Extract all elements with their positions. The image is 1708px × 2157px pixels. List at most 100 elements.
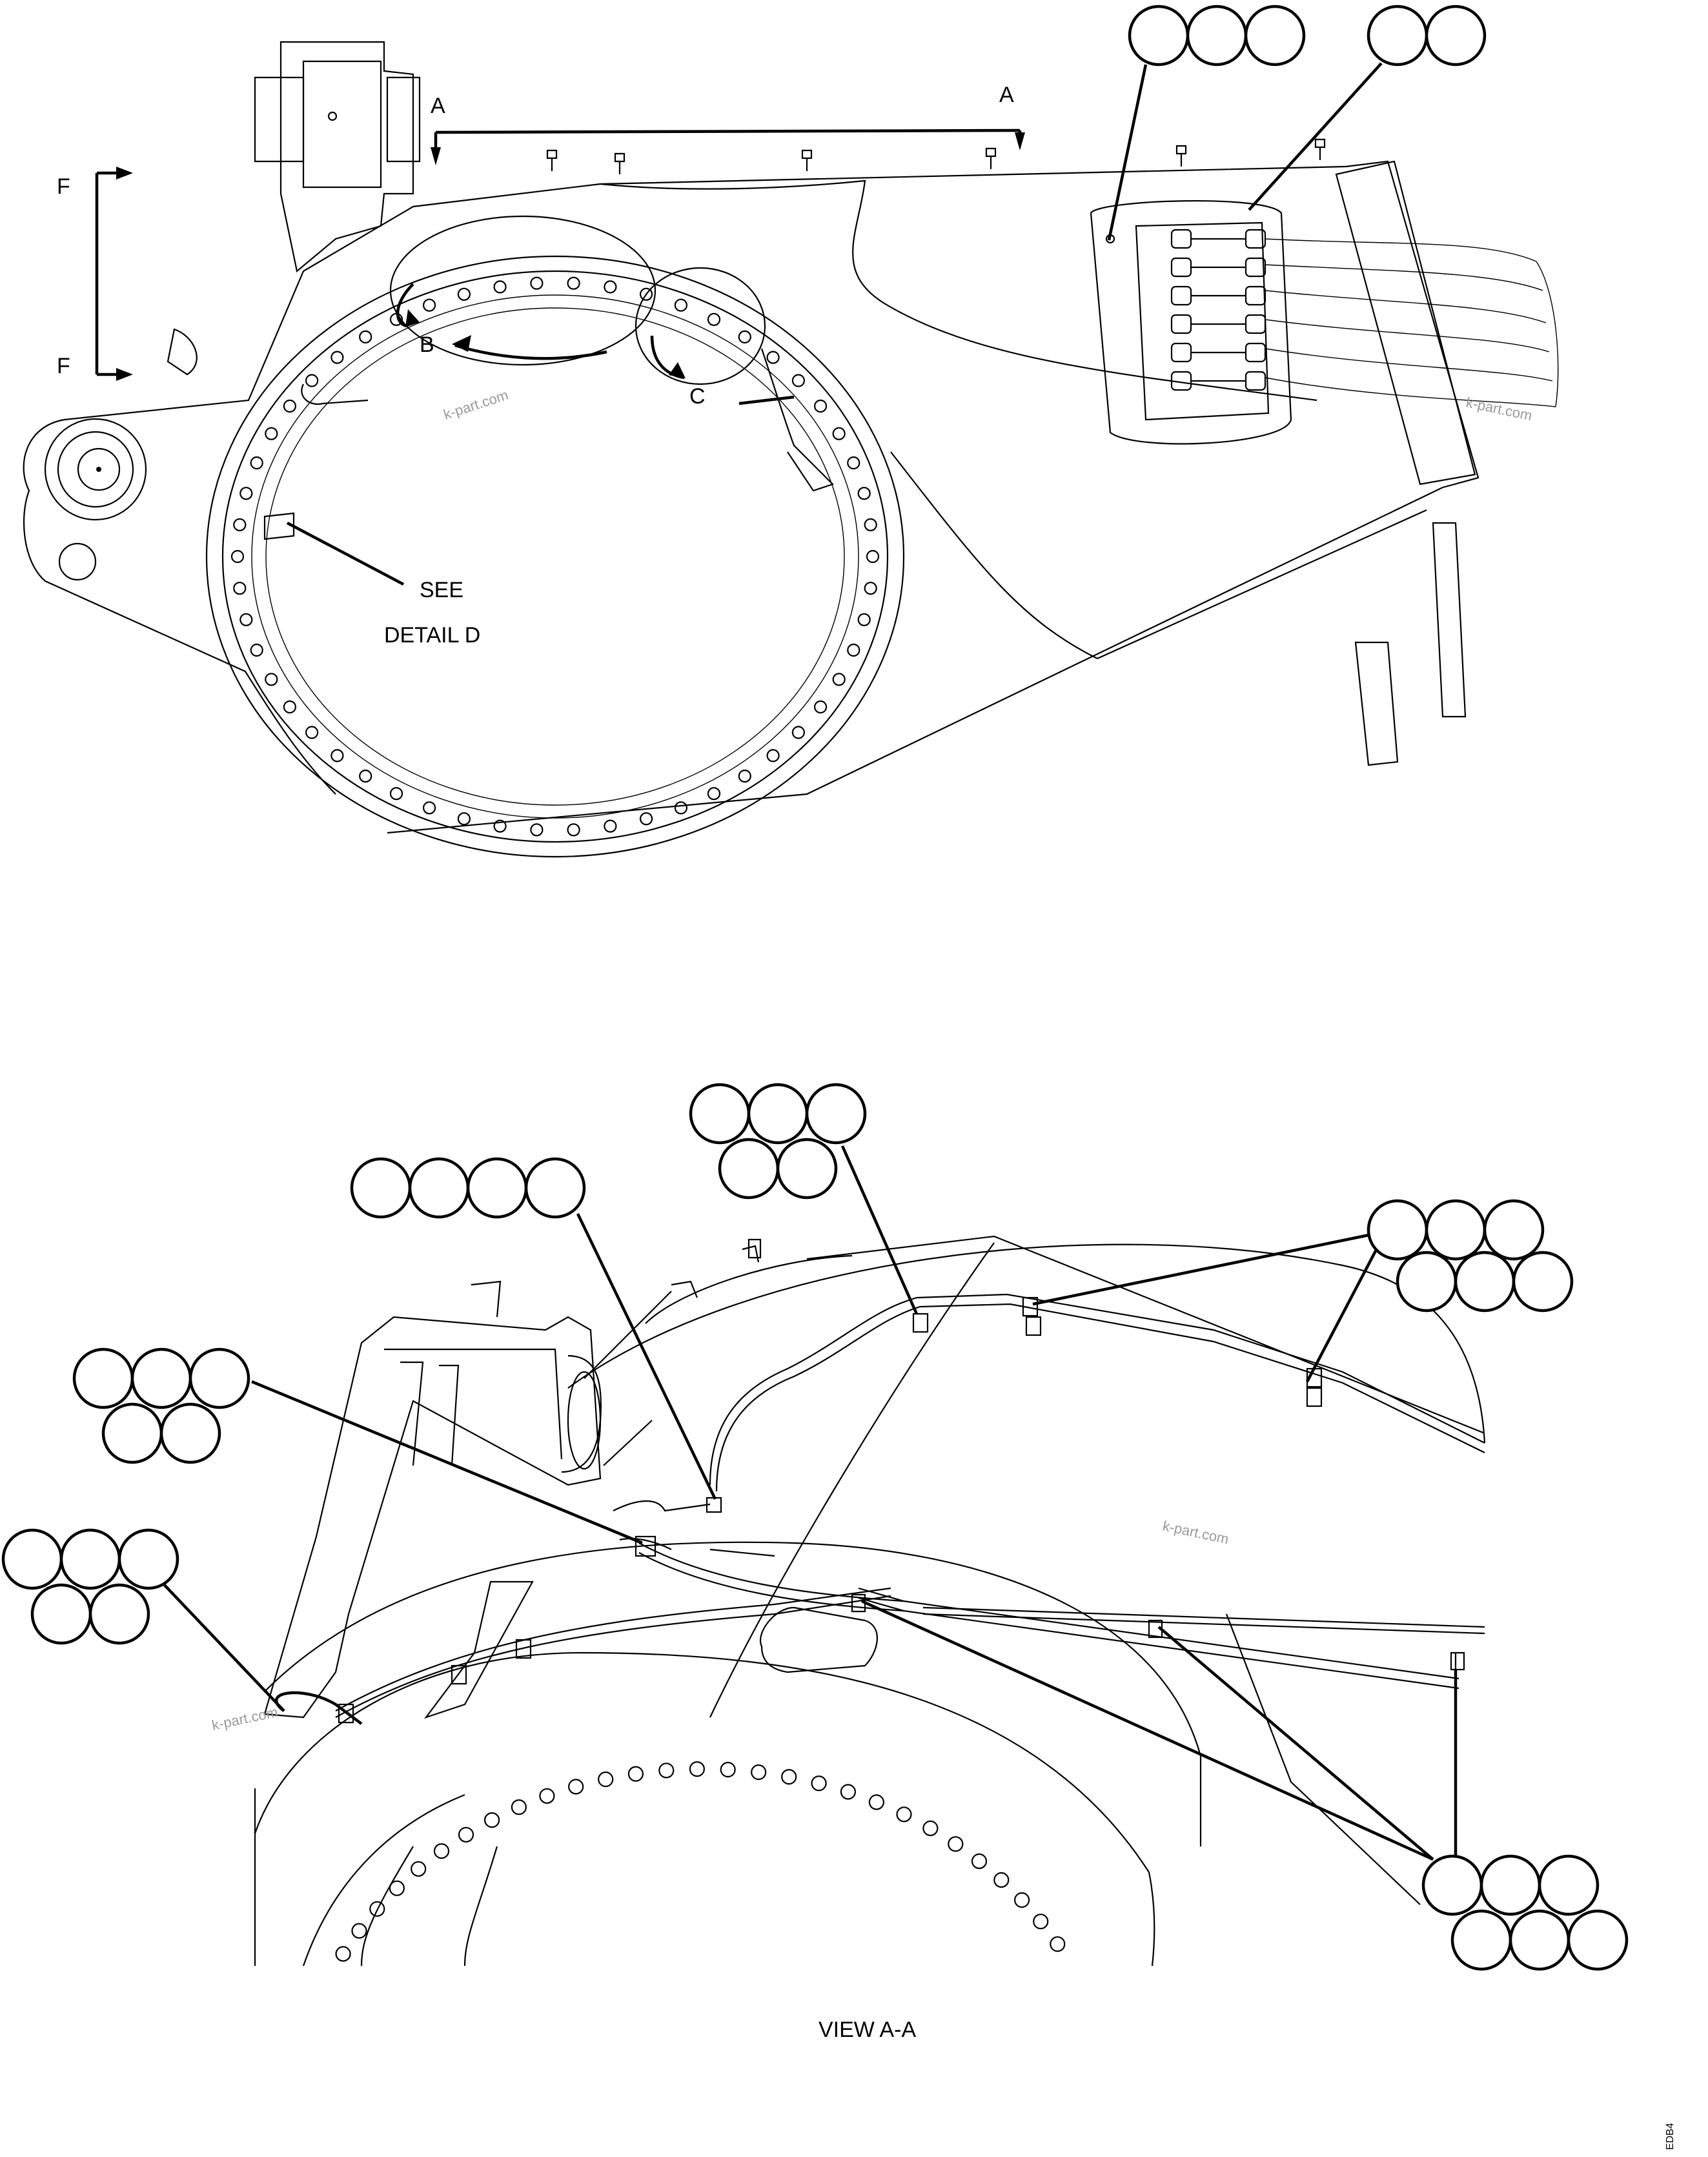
view-a-a: k-part.com k-part.com VIEW A-A EDB4: [1, 1083, 1676, 2150]
bolt-hole: [766, 351, 780, 364]
section-f-bottom-label: F: [57, 354, 70, 378]
bolt-hole: [283, 399, 296, 413]
hose-fittings: [1170, 229, 1266, 391]
bolt-hole: [1050, 1936, 1066, 1952]
bolt-hole: [330, 351, 344, 364]
bolt-hole: [359, 330, 372, 344]
bolt-hole: [813, 399, 828, 413]
bolt-hole: [604, 819, 617, 833]
bolt-hole: [511, 1799, 527, 1815]
bolt-hole: [335, 1946, 351, 1962]
bolt-hole: [720, 1761, 736, 1778]
hose-fitting: [1170, 285, 1192, 306]
bolt-hole: [568, 1779, 584, 1795]
bolt-hole: [896, 1806, 912, 1823]
bolt-hole: [493, 819, 507, 833]
hose-fitting: [1170, 314, 1192, 334]
bolt-hole: [305, 374, 319, 387]
bolt-hole: [866, 549, 880, 564]
callout-group-g6: [72, 1347, 250, 1464]
bolt-hole: [493, 280, 507, 294]
bolt-hole: [948, 1836, 964, 1852]
bolt-hole: [738, 330, 751, 344]
hose-fitting: [1170, 257, 1192, 278]
bolt-hole: [604, 280, 617, 294]
bolt-hole: [230, 549, 245, 564]
callout-group-g4: [350, 1157, 586, 1219]
bolt-hole: [922, 1820, 939, 1836]
hose-clamps: [338, 1238, 1465, 1724]
section-f-top-label: F: [57, 174, 70, 199]
bolt-hole: [233, 582, 247, 595]
bolt-hole: [458, 1826, 474, 1843]
detail-b-marker: [389, 215, 656, 366]
watermark-2: k-part.com: [1465, 394, 1534, 424]
callout-group-g8: [1421, 1854, 1629, 1971]
bolt-hole: [1013, 1892, 1030, 1908]
bolt-hole: [791, 374, 806, 387]
bolt-hole: [369, 1901, 385, 1917]
hose-fitting: [1245, 257, 1266, 278]
callout-group-g3: [689, 1083, 867, 1200]
bolt-hole: [993, 1872, 1010, 1888]
hose-fitting: [1245, 342, 1266, 363]
bolt-hole: [389, 1880, 405, 1896]
bolt-hole: [868, 1794, 885, 1810]
bolt-hole: [539, 1788, 555, 1804]
grease-fittings: [546, 138, 1326, 174]
bolt-hole: [857, 613, 871, 626]
section-a-right-label: A: [999, 83, 1014, 107]
bolt-hole: [639, 812, 653, 826]
bolt-hole: [283, 700, 296, 714]
bolt-hole: [689, 1761, 706, 1777]
bolt-hole: [864, 518, 877, 531]
bolt-hole: [639, 287, 653, 301]
bolt-hole: [751, 1764, 767, 1781]
bolt-hole: [707, 787, 721, 801]
bolt-hole: [832, 673, 846, 686]
hose-manifold: [1090, 199, 1559, 445]
detail-b-label: B: [420, 332, 434, 357]
bolt-hole: [791, 726, 806, 739]
detail-c-marker: [635, 267, 835, 492]
watermark-3: k-part.com: [1161, 1517, 1230, 1547]
hose-fitting: [1245, 371, 1266, 391]
view-title: VIEW A-A: [818, 2018, 916, 2042]
callout-leaders: [160, 1145, 1458, 1861]
watermark-4: k-part.com: [210, 1704, 280, 1733]
hose-fitting: [1245, 285, 1266, 306]
bolt-hole: [351, 1923, 367, 1939]
bolt-hole: [674, 298, 688, 312]
top-view: A A F F B C SEE DETAIL D: [23, 5, 1559, 858]
section-a-left-label: A: [431, 94, 445, 118]
bolt-hole: [265, 673, 278, 686]
bolt-hole: [250, 643, 263, 657]
bolt-hole: [658, 1763, 675, 1779]
bolt-hole: [422, 298, 436, 312]
bolt-hole: [627, 1766, 644, 1782]
bolt-hole: [530, 823, 544, 837]
callout-group-g5: [1367, 1199, 1574, 1313]
bolt-hole: [864, 582, 877, 595]
bolt-hole: [738, 769, 751, 783]
bolt-hole: [971, 1853, 988, 1869]
bolt-hole: [1033, 1914, 1049, 1930]
see-label: SEE: [420, 578, 463, 602]
bolt-hole: [483, 1812, 500, 1828]
callout-group-g7: [1, 1528, 179, 1645]
detail-d-leader: [286, 522, 405, 586]
sheet-id: EDB4: [1665, 2123, 1676, 2150]
bolt-hole: [389, 787, 403, 801]
bolt-hole: [813, 700, 828, 714]
hose-runs: [274, 1245, 1485, 1725]
callout-group-g2: [1248, 5, 1487, 211]
hose-fitting: [1170, 229, 1192, 249]
bolt-hole: [840, 1784, 857, 1800]
ring-hose: [167, 328, 369, 540]
bolt-hole: [239, 487, 253, 500]
bolt-holes: [230, 276, 880, 837]
bolt-holes-lower: [335, 1761, 1066, 1962]
bottom-structure: [254, 1235, 1486, 1967]
bolt-hole: [239, 613, 253, 626]
